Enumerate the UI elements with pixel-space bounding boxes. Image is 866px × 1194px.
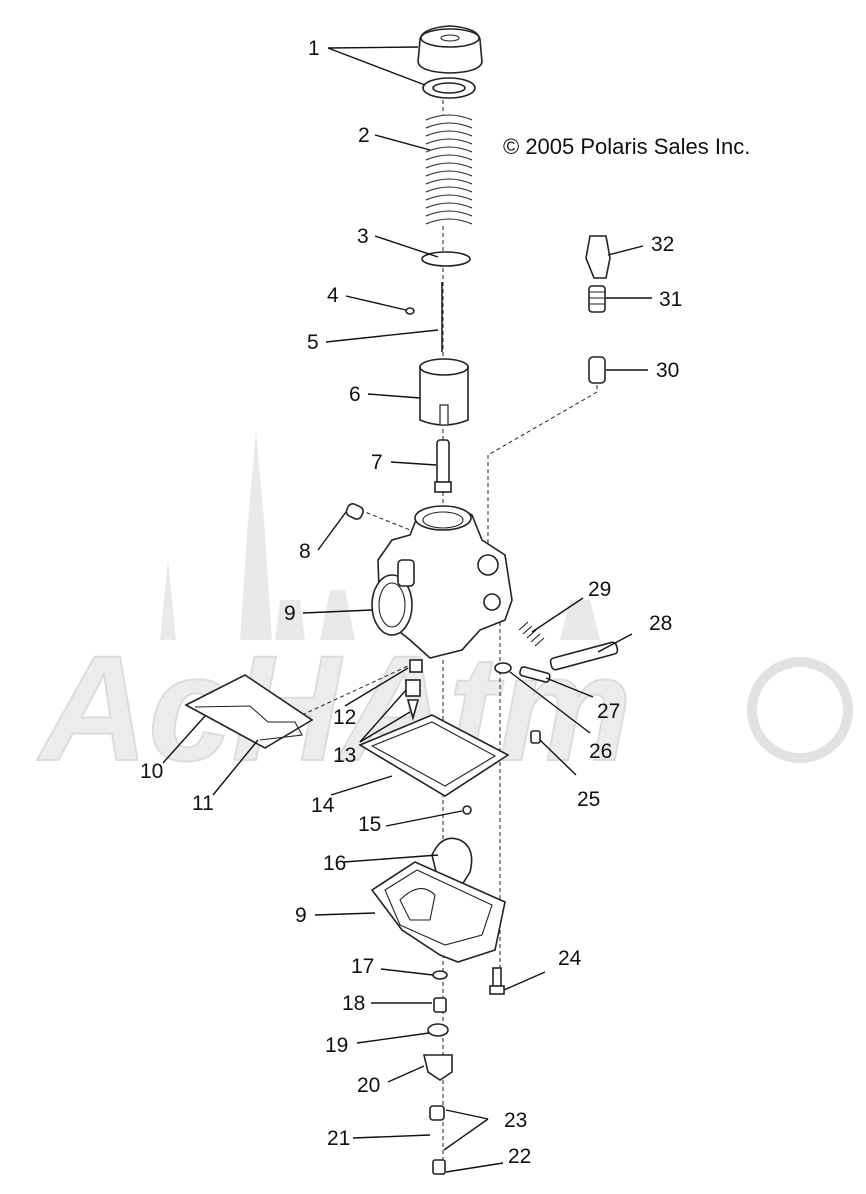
- copyright-notice: © 2005 Polaris Sales Inc.: [503, 134, 750, 159]
- part-pilot-assembly: [585, 235, 611, 384]
- callout-8: 8: [299, 540, 311, 563]
- callout-23: 23: [504, 1109, 527, 1132]
- callout-12: 12: [333, 706, 356, 729]
- callout-9-body: 9: [284, 602, 296, 625]
- part-cap: [417, 25, 483, 99]
- part-float-bowl: [370, 861, 506, 963]
- callout-22: 22: [508, 1145, 531, 1168]
- callout-15: 15: [358, 813, 381, 836]
- watermark-text: AcHAtm: [36, 624, 632, 792]
- callout-17: 17: [351, 955, 374, 978]
- callout-30: 30: [656, 359, 679, 382]
- callout-25: 25: [577, 788, 600, 811]
- part-throttle-slide: [419, 358, 469, 426]
- watermark: AcHAtm: [35, 430, 853, 793]
- callout-27: 27: [597, 700, 620, 723]
- callout-1: 1: [308, 37, 320, 60]
- callout-32: 32: [651, 233, 674, 256]
- callout-9-bowl: 9: [295, 904, 307, 927]
- part-pilot-jet: [530, 730, 541, 744]
- callout-13: 13: [333, 744, 356, 767]
- callout-21: 21: [327, 1127, 350, 1150]
- callout-4: 4: [327, 284, 339, 307]
- part-main-jet: [405, 659, 423, 721]
- callout-26: 26: [589, 740, 612, 763]
- part-bowl-screw: [489, 967, 505, 995]
- callout-11: 11: [192, 792, 214, 815]
- callout-18: 18: [342, 992, 365, 1015]
- callout-10: 10: [140, 760, 163, 783]
- part-float-pin: [462, 805, 472, 815]
- callout-5: 5: [307, 331, 319, 354]
- part-idle-screw: [494, 662, 551, 683]
- part-drain-stack: [422, 970, 453, 1175]
- callout-31: 31: [659, 288, 682, 311]
- callout-labels: 1 2 3 4 5 6 7 8 9 9 10 11 12 13 14 15 16…: [140, 37, 682, 1168]
- callout-7: 7: [371, 451, 383, 474]
- part-carburetor-body: [371, 505, 513, 659]
- pilot-axis-line: [487, 385, 598, 560]
- callout-20: 20: [357, 1074, 380, 1097]
- callout-3: 3: [357, 225, 369, 248]
- callout-2: 2: [358, 124, 370, 147]
- callout-16: 16: [323, 852, 346, 875]
- part-intake-gasket: [184, 674, 314, 749]
- part-air-screw: [518, 621, 619, 671]
- callout-28: 28: [649, 612, 672, 635]
- callout-29: 29: [588, 578, 611, 601]
- callout-14: 14: [311, 794, 335, 817]
- part-float-bowl-gasket: [358, 714, 510, 797]
- part-spring: [425, 114, 473, 225]
- callout-24: 24: [558, 947, 582, 970]
- part-e-clip: [405, 307, 415, 315]
- part-plug: [345, 503, 364, 520]
- leader-lines: [162, 46, 652, 1173]
- callout-6: 6: [349, 383, 361, 406]
- callout-19: 19: [325, 1034, 348, 1057]
- part-needle-jet: [434, 439, 452, 493]
